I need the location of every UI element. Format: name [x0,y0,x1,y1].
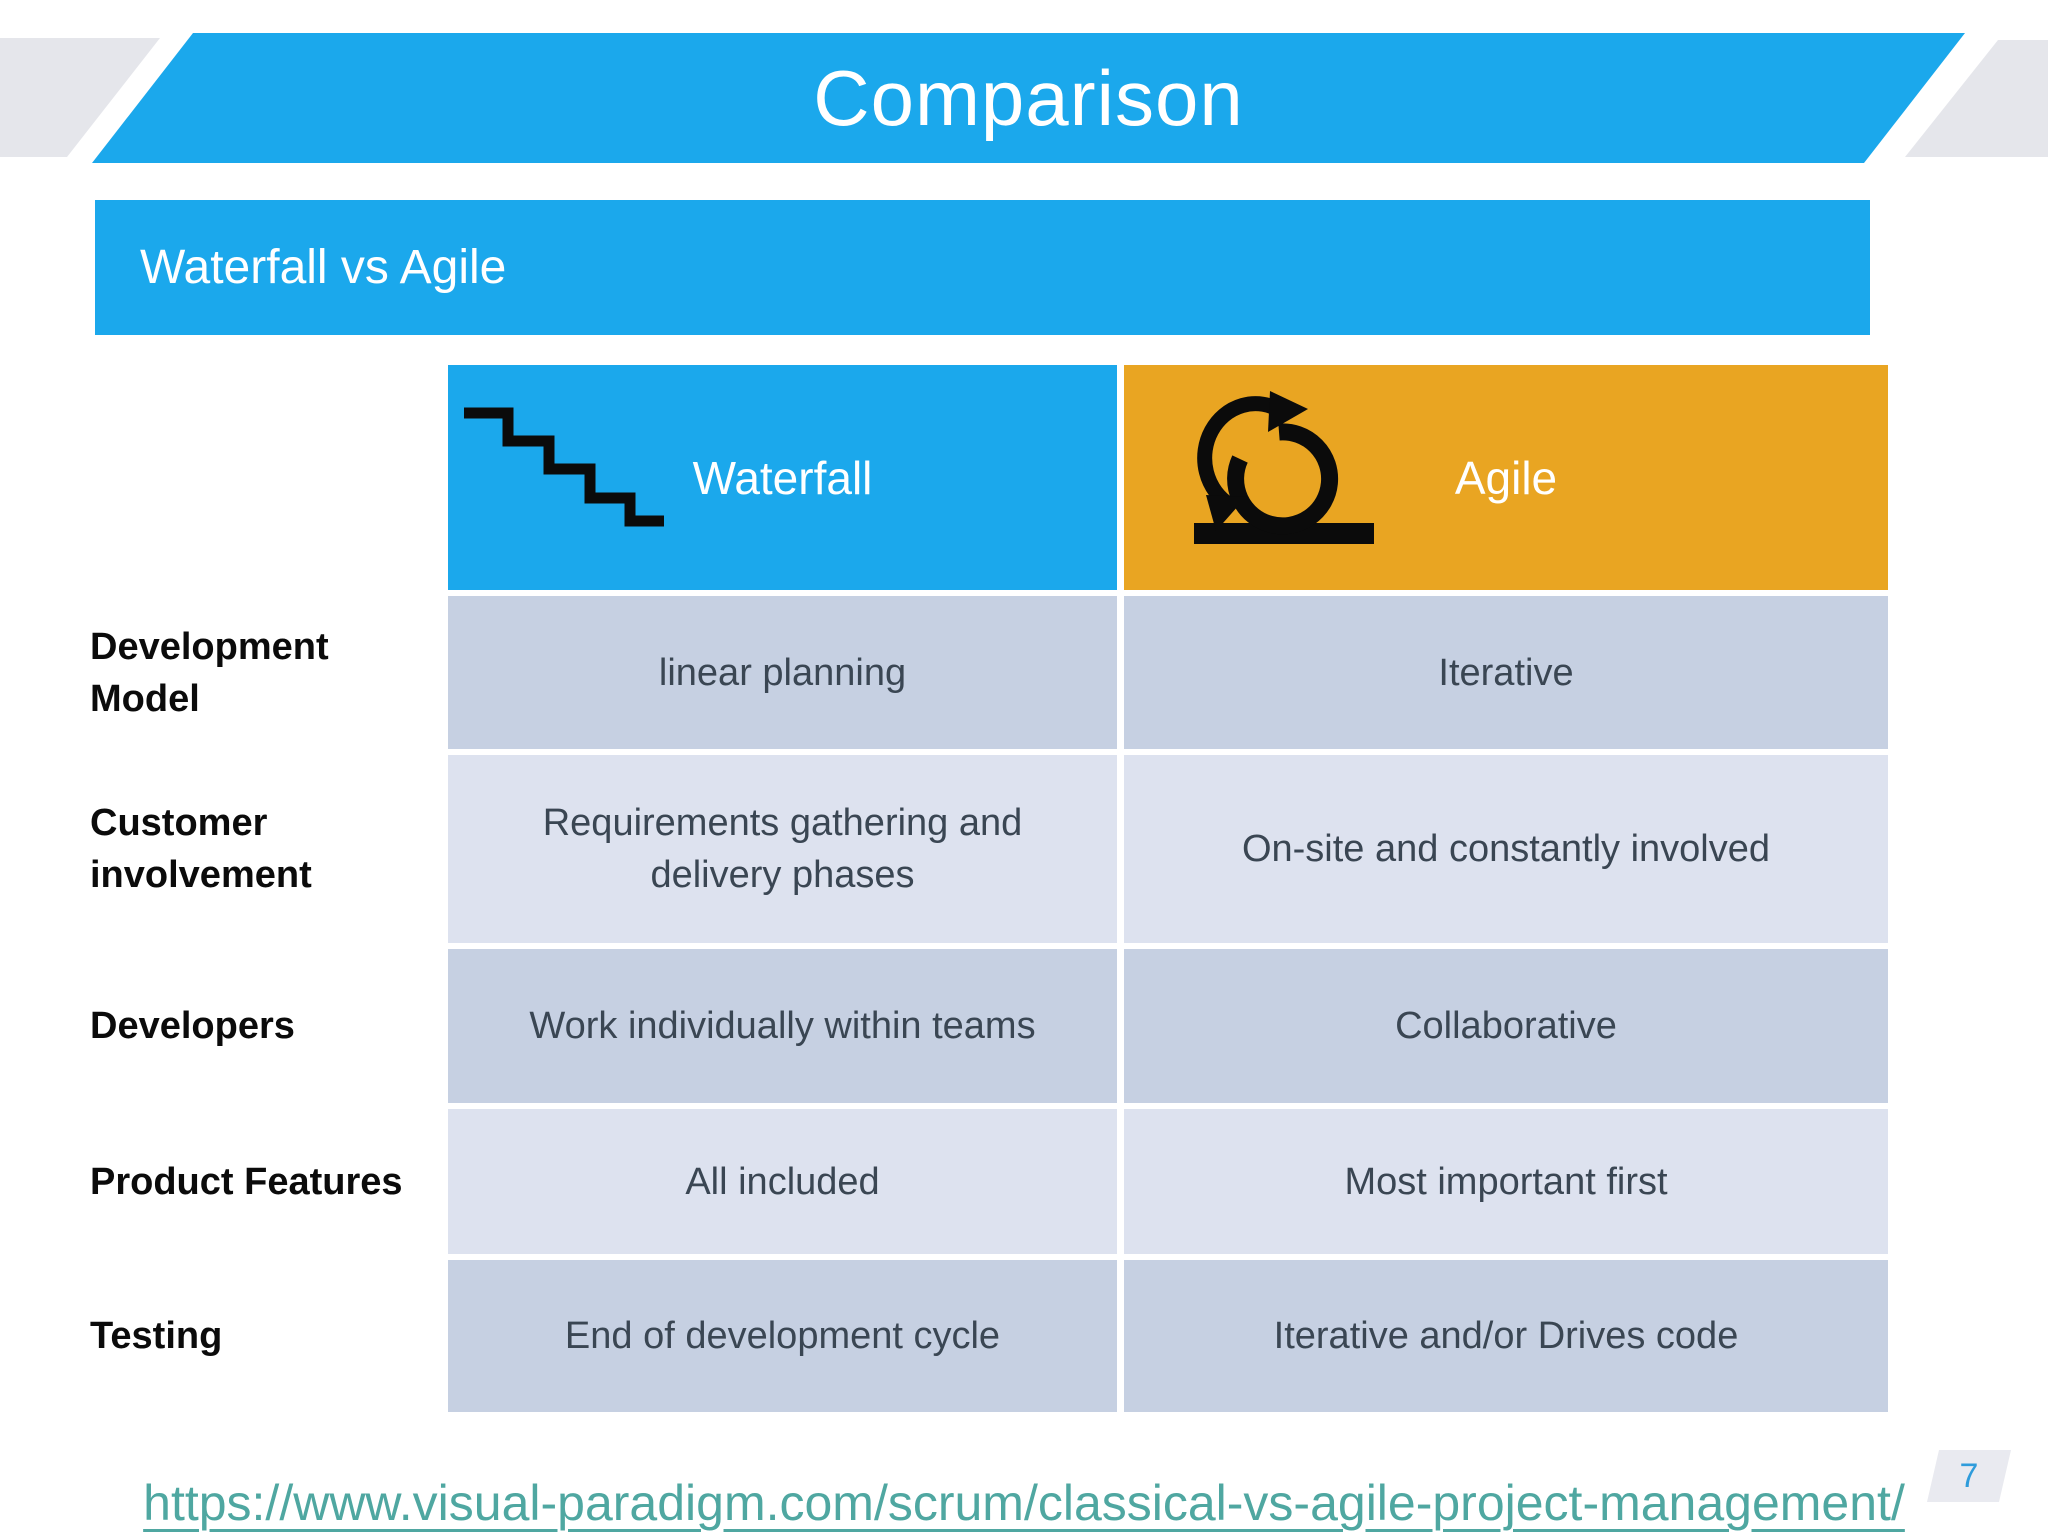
page-title: Comparison [813,53,1244,142]
scrum-sprint-icon [1194,391,1374,544]
column-header-waterfall: Waterfall [448,365,1117,590]
table-cell-agile-testing: Iterative and/or Drives code [1124,1260,1888,1412]
page-number-badge: 7 [1927,1450,2011,1502]
table-cell-agile-customer-involvement: On-site and constantly involved [1124,755,1888,943]
table-cell-agile-developers: Collaborative [1124,949,1888,1103]
table-cell-agile-product-features: Most important first [1124,1109,1888,1254]
row-label-product-features: Product Features [90,1160,403,1203]
page-number: 7 [1959,1456,1979,1495]
column-header-agile: Agile [1124,365,1888,590]
footer: https://www.visual-paradigm.com/scrum/cl… [0,1474,2048,1532]
table-corner-spacer [90,365,441,590]
row-label-customer-involvement: Customer involvement [90,802,312,896]
comparison-table: Waterfall Agile Development Model linear… [90,365,1888,1412]
row-label-developers: Developers [90,1005,295,1047]
table-cell-waterfall-customer-involvement: Requirements gathering and delivery phas… [448,755,1117,943]
column-header-label: Waterfall [692,451,873,504]
title-banner: Comparison [92,33,1965,163]
table-cell-waterfall-development-model: linear planning [448,596,1117,749]
waterfall-steps-icon [464,407,664,527]
table-cell-agile-development-model: Iterative [1124,596,1888,749]
source-link[interactable]: https://www.visual-paradigm.com/scrum/cl… [143,1475,1905,1531]
column-header-label: Agile [1454,451,1558,504]
table-cell-waterfall-developers: Work individually within teams [448,949,1117,1103]
table-cell-waterfall-testing: End of development cycle [448,1260,1117,1412]
subtitle-text: Waterfall vs Agile [140,241,507,294]
row-label-testing: Testing [90,1315,223,1357]
row-label-development-model: Development Model [90,625,329,720]
table-cell-waterfall-product-features: All included [448,1109,1117,1254]
subtitle-bar: Waterfall vs Agile [95,200,1870,335]
